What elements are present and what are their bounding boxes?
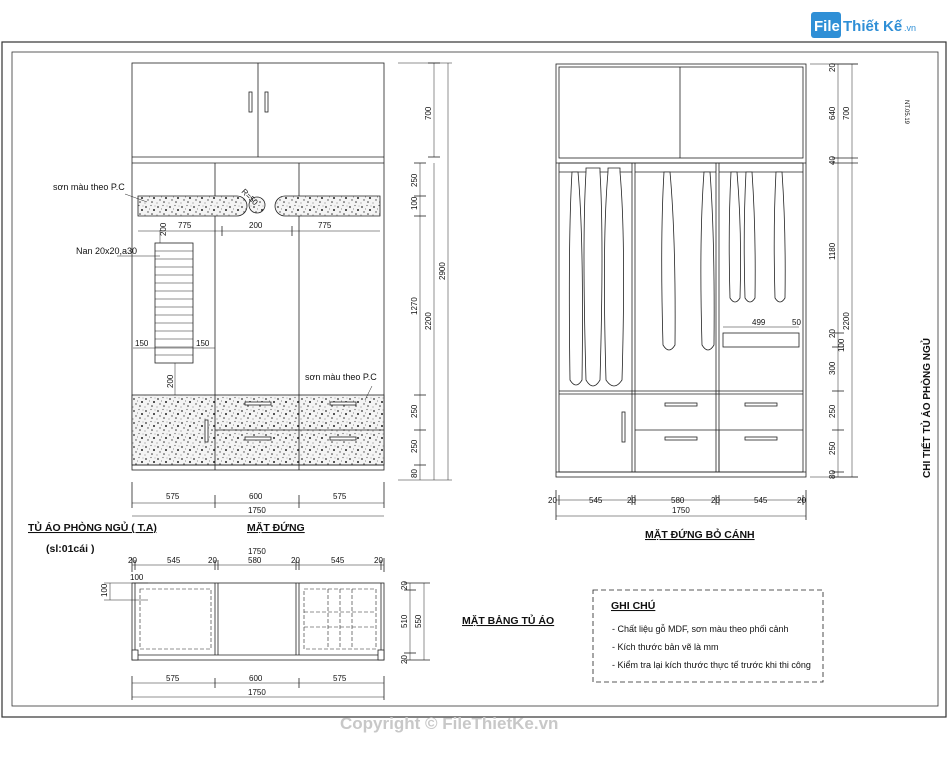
int-dim-5: 20 [711,496,720,505]
note-paint-top: sơn màu theo P.C [53,182,125,192]
plan-subtitle: MẶT BẢNG TỦ ÁO [462,614,554,627]
plan-dim-top-1: 20 [128,556,137,565]
plan-ldim-1: 100 [100,583,109,597]
front-qty: (sl:01cái ) [46,543,94,555]
note-item-1: - Chất liệu gỗ MDF, sơn màu theo phối cả… [612,624,789,634]
int-rdim-8: 250 [828,404,837,418]
plan-rdim-total: 550 [414,614,423,628]
logo-part2: Thiết Kế [843,18,903,35]
int-dim-6: 545 [754,496,768,505]
front-rdim-2: 100 [410,196,419,210]
plan-dim-top-7: 20 [374,556,383,565]
plan-dim-top-5: 20 [291,556,300,565]
int-dim-3: 20 [627,496,636,505]
int-rdim-6: 100 [837,338,846,352]
front-rdim-total: 2900 [438,262,447,280]
int-rdim-5: 20 [828,329,837,338]
front-rdim-3: 1270 [410,297,419,315]
int-dim-2: 545 [589,496,603,505]
notes-box: GHI CHÚ - Chất liệu gỗ MDF, sơn màu theo… [592,589,824,683]
copyright-watermark: Copyright © FileThietKe.vn [340,714,558,733]
int-rdim-7: 300 [828,361,837,375]
front-total: 1750 [248,506,266,515]
front-title: TỦ ÁO PHÒNG NGỦ ( T.A) [28,521,157,534]
front-dim-1: 575 [166,492,180,501]
outer-frame [1,41,947,718]
int-total: 1750 [672,506,690,515]
front-rdim-4: 250 [410,404,419,418]
plan-rdim-1: 20 [400,581,409,590]
plan-rdim-2: 510 [400,614,409,628]
drawer-width: 499 [752,318,766,327]
slat-vdim-2: 200 [166,374,175,388]
int-dim-4: 580 [671,496,685,505]
note-item-3: - Kiểm tra lại kích thước thực tế trước … [612,660,811,670]
inner-frame [11,51,939,707]
interior-elevation [555,63,858,520]
note-item-2: - Kích thước bản vẽ là mm [612,642,718,652]
slat-dim-1: 150 [135,339,149,348]
slat-dim-2: 150 [196,339,210,348]
sheet-code: NT.05.19 [903,100,909,125]
front-rdim-top: 700 [424,106,433,120]
int-rdim-4: 1180 [828,242,837,260]
sheet-title: CHI TIẾT TỦ ÁO PHÒNG NGỦ [920,338,933,478]
plan-total-top: 1750 [248,547,266,556]
front-rdim-mid: 2200 [424,312,433,330]
front-subtitle: MẶT ĐỨNG [247,521,305,534]
front-dim-2: 600 [249,492,263,501]
interior-subtitle: MẶT ĐỨNG BỎ CÁNH [645,528,755,541]
plan-view [104,558,430,700]
plan-dim-bot-2: 600 [249,674,263,683]
plan-rdim-3: 20 [400,655,409,664]
int-rdim-9: 250 [828,441,837,455]
plan-dim-bot-1: 575 [166,674,180,683]
int-rdim-2: 640 [828,106,837,120]
plan-labels: 1750 20 545 20 580 20 545 20 575 600 575… [100,547,554,697]
front-rdim-1: 250 [410,173,419,187]
front-rdim-5: 250 [410,439,419,453]
int-dim-1: 20 [548,496,557,505]
int-rdim-outer-1: 700 [842,106,851,120]
note-slats: Nan 20x20,a30 [76,246,137,256]
front-labels: sơn màu theo P.C Nan 20x20,a30 sơn màu t… [28,106,447,555]
plan-ldim-2: 100 [130,573,144,582]
interior-labels: 20 545 20 580 20 545 20 1750 499 50 20 6… [548,63,851,541]
logo-suffix: .vn [904,23,916,33]
int-rdim-10: 80 [828,470,837,479]
slat-vdim-1: 200 [159,222,168,236]
drawer-height: 50 [792,318,801,327]
band-dim-1: 775 [178,221,192,230]
int-rdim-outer-2: 2200 [842,312,851,330]
int-rdim-3: 40 [828,156,837,165]
plan-dim-top-3: 20 [208,556,217,565]
int-dim-7: 20 [797,496,806,505]
plan-dim-top-4: 580 [248,556,262,565]
int-rdim-1: 20 [828,63,837,72]
plan-dim-bot-3: 575 [333,674,347,683]
logo-part1: File [814,18,840,35]
site-logo: File Thiết Kế .vn [811,12,916,38]
plan-dim-top-2: 545 [167,556,181,565]
notes-title: GHI CHÚ [611,599,655,612]
band-dim-3: 775 [318,221,332,230]
note-paint-bottom: sơn màu theo P.C [305,372,377,382]
plan-total-bottom: 1750 [248,688,266,697]
front-rdim-6: 80 [410,469,419,478]
plan-dim-top-6: 545 [331,556,345,565]
front-dim-3: 575 [333,492,347,501]
band-dim-2: 200 [249,221,263,230]
front-elevation [117,62,452,517]
